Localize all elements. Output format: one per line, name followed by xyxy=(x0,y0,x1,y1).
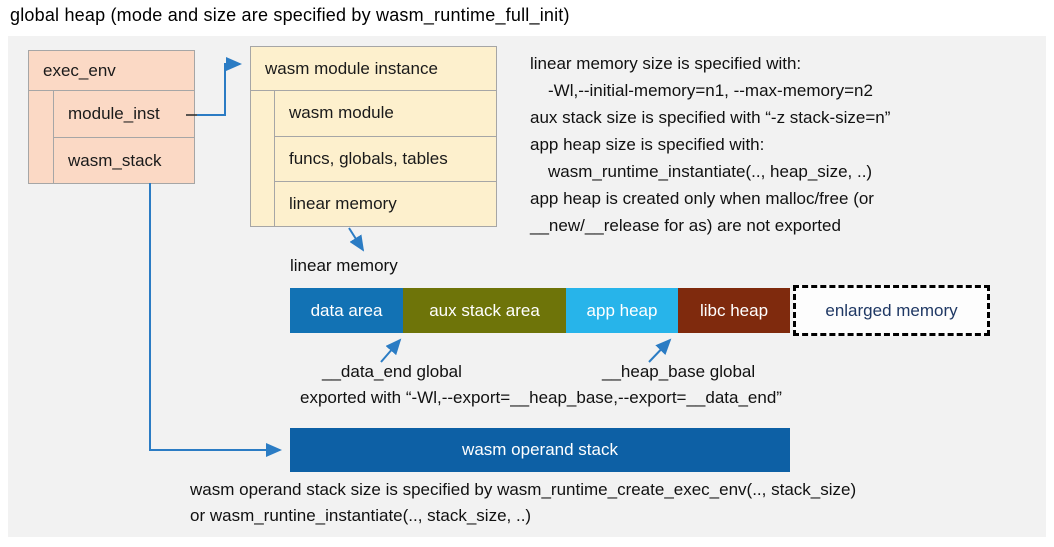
wasm-module-instance-header: wasm module instance xyxy=(251,47,496,91)
module-row-linear-memory: linear memory xyxy=(275,181,496,226)
note-line: app heap size is specified with: xyxy=(530,135,765,154)
note-line: aux stack size is specified with “-z sta… xyxy=(530,108,891,127)
wasm-module-instance-body: wasm module funcs, globals, tables linea… xyxy=(251,91,496,226)
note-line: or wasm_runtine_instantiate(.., stack_si… xyxy=(190,506,532,525)
note-line: wasm_runtime_instantiate(.., heap_size, … xyxy=(548,162,873,181)
heap-base-global-label: __heap_base global xyxy=(602,362,756,381)
wasm-module-instance-box: wasm module instance wasm module funcs, … xyxy=(250,46,497,227)
module-row-funcs-globals-tables: funcs, globals, tables xyxy=(275,136,496,181)
data-end-global-label: __data_end global xyxy=(322,362,462,381)
linear-memory-label: linear memory xyxy=(290,256,398,275)
segment-data-area: data area xyxy=(290,288,403,333)
segment-enlarged-memory: enlarged memory xyxy=(793,285,990,336)
note-line: wasm operand stack size is specified by … xyxy=(190,480,857,499)
segment-libc-heap: libc heap xyxy=(678,288,790,333)
operand-stack-notes: wasm operand stack size is specified by … xyxy=(190,477,856,529)
exec-env-box: exec_env module_inst wasm_stack xyxy=(28,50,195,184)
wasm-operand-stack-bar: wasm operand stack xyxy=(290,428,790,472)
note-line: -Wl,--initial-memory=n1, --max-memory=n2 xyxy=(548,81,873,100)
module-row-wasm-module: wasm module xyxy=(289,103,394,122)
note-line: app heap is created only when malloc/fre… xyxy=(530,189,874,208)
exec-env-row-module-inst: module_inst xyxy=(68,104,160,123)
exec-env-strip xyxy=(29,91,54,183)
note-line: linear memory size is specified with: xyxy=(530,54,802,73)
exported-with-label: exported with “-Wl,--export=__heap_base,… xyxy=(300,388,782,407)
exec-env-body: module_inst wasm_stack xyxy=(29,91,194,183)
wasm-module-instance-strip xyxy=(251,91,275,226)
linear-memory-bar: data area aux stack area app heap libc h… xyxy=(290,288,790,333)
exec-env-header: exec_env xyxy=(29,51,194,91)
segment-app-heap: app heap xyxy=(566,288,678,333)
segment-aux-stack-area: aux stack area xyxy=(403,288,566,333)
exec-env-row-wasm-stack: wasm_stack xyxy=(54,137,194,183)
memory-size-notes: linear memory size is specified with: -W… xyxy=(530,50,890,239)
page-title: global heap (mode and size are specified… xyxy=(10,5,570,25)
note-line: __new/__release for as) are not exported xyxy=(530,216,841,235)
